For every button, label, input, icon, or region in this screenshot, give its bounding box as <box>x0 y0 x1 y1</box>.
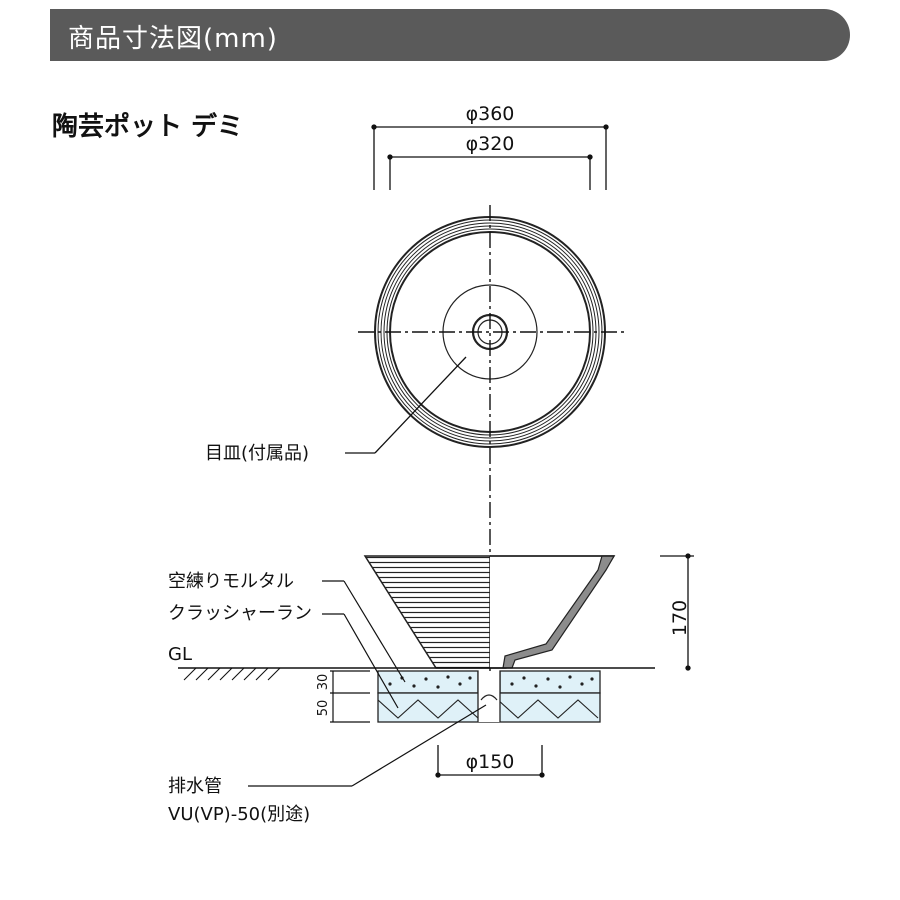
mortar-leader <box>322 580 406 683</box>
height-dimension <box>660 553 694 671</box>
layer-bottom-label: 50 <box>316 700 331 717</box>
drain-pipe-label-1: 排水管 <box>168 776 222 797</box>
mortar-label: 空練りモルタル <box>168 571 294 592</box>
gl-label: GL <box>168 644 192 665</box>
plate-leader <box>345 356 467 454</box>
layer-top-label: 30 <box>316 674 331 691</box>
product-name: 陶芸ポット デミ <box>52 112 244 142</box>
inner-diameter-dimension <box>387 154 593 190</box>
outer-diameter-dimension <box>371 124 609 190</box>
drain-pipe <box>477 671 501 722</box>
base-diameter-label: φ150 <box>466 751 515 773</box>
drain-pipe-label-2: VU(VP)-50(別途) <box>168 804 310 825</box>
base-diameter-dimension <box>435 745 545 778</box>
header-bar: 商品寸法図(mm) <box>50 9 850 61</box>
pot-side-view <box>363 555 616 669</box>
crusher-run-leader <box>322 613 399 709</box>
drain-pipe-leader <box>248 704 487 787</box>
outer-diameter-label: φ360 <box>466 103 515 125</box>
plate-label: 目皿(付属品) <box>205 443 309 464</box>
pot-top-view <box>374 216 606 448</box>
crusher-run-label: クラッシャーラン <box>168 603 312 624</box>
header-title: 商品寸法図(mm) <box>68 24 278 54</box>
layer-dimension <box>330 670 370 723</box>
ground-hatch <box>183 667 281 681</box>
height-label: 170 <box>669 600 691 636</box>
inner-diameter-label: φ320 <box>466 133 515 155</box>
